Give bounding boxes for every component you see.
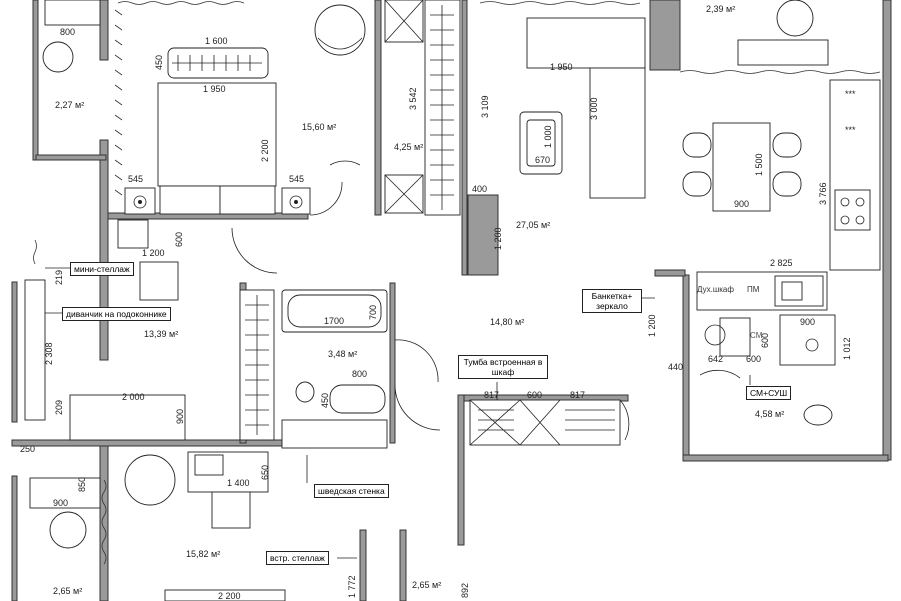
bed: [157, 47, 277, 215]
area-label: 2,39 м²: [706, 4, 735, 14]
label-sofa-window: диванчик на подоконнике: [62, 307, 171, 321]
dimension-label: 700: [368, 305, 378, 320]
left-room-furniture: [24, 0, 286, 601]
label-built-in-shelf: встр. стеллаж: [266, 551, 329, 565]
dimension-label: 400: [472, 184, 487, 194]
dimension-label: 892: [460, 583, 470, 598]
dimension-label: 1 200: [142, 248, 165, 258]
sofa: [519, 17, 646, 199]
dimension-label: 1 500: [754, 153, 764, 176]
dimension-label: 2 308: [44, 342, 54, 365]
dimension-label: 900: [175, 409, 185, 424]
area-label: 14,80 м²: [490, 317, 524, 327]
armchair-top-right: [737, 0, 829, 66]
dimension-label: 450: [154, 55, 164, 70]
doors: [231, 160, 741, 441]
dimension-label: 1700: [324, 316, 344, 326]
area-label: 15,60 м²: [302, 122, 336, 132]
dimension-label: 600: [174, 232, 184, 247]
dimension-label: 440: [668, 362, 683, 372]
dimension-label: 600: [527, 390, 542, 400]
dimension-label: 2 000: [122, 392, 145, 402]
dimension-label: 1 200: [493, 227, 503, 250]
area-labels: 2,27 м² 15,60 м² 4,25 м² 27,05 м² 2,39 м…: [53, 4, 784, 596]
dimension-label: 1 600: [205, 36, 228, 46]
label-hall-wardrobe: Дух.шкаф: [697, 285, 734, 294]
dimension-label: 650: [260, 465, 270, 480]
kitchen: *** ***: [696, 79, 881, 311]
dimension-label: 900: [734, 199, 749, 209]
windows: [33, 1, 881, 565]
dimension-label: 250: [20, 444, 35, 454]
dimension-label: 800: [352, 369, 367, 379]
dimension-label: 545: [289, 174, 304, 184]
dimension-label: 450: [320, 393, 330, 408]
dimension-label: 1 200: [647, 314, 657, 337]
dimension-label: 3 000: [589, 97, 599, 120]
dimension-label: 1 400: [227, 478, 250, 488]
dimension-label: 600: [746, 354, 761, 364]
dimension-label: 850: [77, 477, 87, 492]
dimension-label: 209: [54, 400, 64, 415]
dimension-label: 1 950: [203, 84, 226, 94]
dimension-label: 2 825: [770, 258, 793, 268]
dimension-label: 670: [535, 155, 550, 165]
dimension-label: 3 542: [408, 87, 418, 110]
dimension-label: 3 109: [480, 95, 490, 118]
label-dishwasher: ПМ: [747, 285, 760, 294]
area-label: 2,65 м²: [412, 580, 441, 590]
dimension-label: 800: [60, 27, 75, 37]
label-washer-dryer: СМ+СУШ: [746, 386, 792, 400]
dimension-label: 3 766: [818, 182, 828, 205]
svg-text:***: ***: [845, 125, 856, 135]
dimension-label: 1 950: [550, 62, 573, 72]
wardrobes: [239, 0, 621, 446]
label-bench-mirror: Банкетка+ зеркало: [582, 289, 642, 313]
area-label: 3,48 м²: [328, 349, 357, 359]
dimensions: 800 1 600 450 1 950 2 200 545 545 3 542 …: [20, 27, 852, 601]
dimension-label: 1 772: [347, 575, 357, 598]
bathroom: [281, 289, 836, 449]
area-label: 2,65 м²: [53, 586, 82, 596]
dimension-label: 1 000: [543, 125, 553, 148]
armchair-top: [314, 4, 366, 56]
dimension-label: 817: [570, 390, 585, 400]
area-label: 15,82 м²: [186, 549, 220, 559]
dining-table: [682, 122, 802, 212]
area-label: 2,27 м²: [55, 100, 84, 110]
dimension-label: 900: [800, 317, 815, 327]
label-nightstand: Тумба встроенная в шкаф: [458, 355, 548, 379]
area-label: 4,58 м²: [755, 409, 784, 419]
area-label: 4,25 м²: [394, 142, 423, 152]
dimension-label: 219: [54, 270, 64, 285]
dimension-label: 2 200: [218, 591, 241, 601]
label-washer: СМ: [750, 331, 763, 340]
dimension-label: 817: [484, 390, 499, 400]
area-label: 13,39 м²: [144, 329, 178, 339]
label-swedish-wall: шведская стенка: [314, 484, 389, 498]
svg-text:***: ***: [845, 89, 856, 99]
dimension-label: 545: [128, 174, 143, 184]
dimension-label: 642: [708, 354, 723, 364]
dimension-label: 900: [53, 498, 68, 508]
dimension-label: 600: [760, 333, 770, 348]
dimension-label: 1 012: [842, 337, 852, 360]
dimension-label: 2 200: [260, 139, 270, 162]
nightstands: [124, 187, 311, 215]
label-mini-shelf: мини-стеллаж: [70, 262, 134, 276]
area-label: 27,05 м²: [516, 220, 550, 230]
